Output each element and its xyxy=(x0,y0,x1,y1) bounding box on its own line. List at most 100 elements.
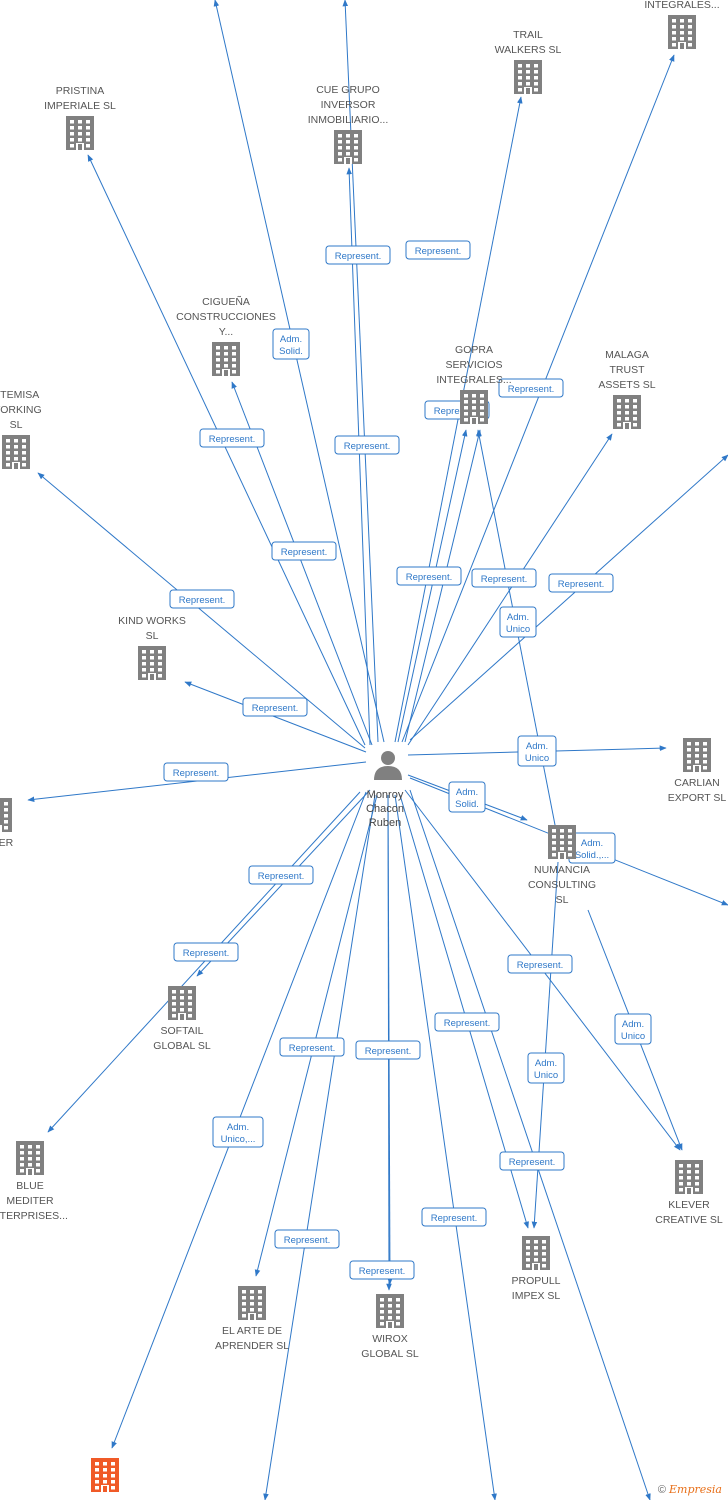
edge-label-text: Solid.,... xyxy=(575,850,609,861)
edge-label[interactable]: Represent. xyxy=(279,1037,345,1057)
company-node-label: IMPERIALE SL xyxy=(44,100,116,112)
company-node-label: SL xyxy=(556,894,569,906)
edge-label[interactable]: Represent. xyxy=(325,245,391,265)
edge-label[interactable]: Adm.Solid. xyxy=(272,328,310,360)
edge-label-text: Represent. xyxy=(558,579,604,590)
edge-line xyxy=(254,794,378,1277)
company-node-cue-grupo[interactable]: CUE GRUPOINVERSORINMOBILIARIO... xyxy=(308,84,389,164)
edge-label[interactable]: Represent. xyxy=(199,428,265,448)
edge-label[interactable]: Represent. xyxy=(507,954,573,974)
company-node-label: GOPRA xyxy=(455,344,493,356)
company-node-ciguena[interactable]: CIGUEÑACONSTRUCCIONESY... xyxy=(176,295,276,376)
company-node-label: INTEGRALES... xyxy=(436,374,511,386)
edge-label-text: Represent. xyxy=(209,434,255,445)
company-node-label: CONSTRUCCIONES xyxy=(176,311,276,323)
company-node-label: SL xyxy=(146,630,159,642)
edge-label-text: Represent. xyxy=(365,1046,411,1057)
building-icon-highlight xyxy=(91,1458,119,1492)
edge-label[interactable]: Represent. xyxy=(396,566,462,586)
edge-label[interactable]: Represent. xyxy=(242,697,308,717)
company-node-label: PRISTINA xyxy=(56,85,104,97)
edge-label[interactable]: Represent. xyxy=(434,1012,500,1032)
company-node-label: CREATIVE SL xyxy=(655,1214,723,1226)
edge-line xyxy=(409,454,728,741)
edge-label[interactable]: Represent. xyxy=(349,1260,415,1280)
building-icon xyxy=(683,738,711,772)
edge-label-text: Represent. xyxy=(517,960,563,971)
copyright-symbol: © xyxy=(657,1484,666,1496)
edge-label[interactable]: Represent. xyxy=(548,573,614,593)
building-icon xyxy=(168,986,196,1020)
edge-label[interactable]: Represent. xyxy=(248,865,314,885)
edge-label[interactable]: Adm.Unico xyxy=(517,735,557,767)
edge-label[interactable]: Represent. xyxy=(163,762,229,782)
edge-label[interactable]: Adm.Unico,... xyxy=(212,1116,264,1148)
edge-label-text: Represent. xyxy=(481,574,527,585)
edge-label-text: Unico xyxy=(534,1070,558,1081)
company-node-artemisa[interactable]: RTEMISAWORKINGSL xyxy=(0,389,42,469)
building-icon xyxy=(334,130,362,164)
edge-label-text: Represent. xyxy=(431,1213,477,1224)
edge-label-text: Solid. xyxy=(279,346,303,357)
company-node-mber[interactable]: MBER xyxy=(0,798,14,849)
company-node-label: NUMANCIA xyxy=(534,864,590,876)
building-icon xyxy=(522,1236,550,1270)
edge-label[interactable]: Represent. xyxy=(421,1207,487,1227)
edge-label-text: Represent. xyxy=(289,1043,335,1054)
edge-label[interactable]: Adm.Solid. xyxy=(448,781,486,813)
edge-label[interactable]: Represent. xyxy=(334,435,400,455)
edge-label-text: Adm. xyxy=(280,334,302,345)
edge-label-text: Represent. xyxy=(344,441,390,452)
edge-label[interactable]: Adm.Unico xyxy=(614,1013,652,1045)
edge-label-text: Unico xyxy=(621,1031,645,1042)
edge-label[interactable]: Adm.Unico xyxy=(499,606,537,638)
company-node-gopra[interactable]: GOPRASERVICIOSINTEGRALES... xyxy=(436,344,512,424)
edge-line xyxy=(47,791,361,1133)
company-node-label: WORKING xyxy=(0,404,42,416)
building-icon xyxy=(138,646,166,680)
edge-line xyxy=(397,429,468,743)
edge-line xyxy=(409,789,651,1500)
edge-label[interactable]: Adm.Unico xyxy=(527,1052,565,1084)
company-node-trail-walkers[interactable]: TRAIL WALKERS SL xyxy=(495,29,562,94)
edge-label[interactable]: Represent. xyxy=(499,1151,565,1171)
edge-label-text: Represent. xyxy=(281,547,327,558)
company-node-blue-mediter[interactable]: BLUEMEDITERNTERPRISES... xyxy=(0,1141,68,1222)
building-icon xyxy=(0,798,12,832)
company-node-integrales-top[interactable]: INTEGRALES... xyxy=(644,0,720,49)
company-node-label: Y... xyxy=(219,326,233,338)
edge-label[interactable]: Represent. xyxy=(274,1229,340,1249)
building-icon xyxy=(376,1294,404,1328)
edge-label[interactable]: Represent. xyxy=(173,942,239,962)
company-node-label: WALKERS SL xyxy=(495,44,562,56)
company-node-label: WIROX xyxy=(372,1333,408,1345)
company-node-label: INMOBILIARIO... xyxy=(308,114,389,126)
edge-label[interactable]: Represent. xyxy=(355,1040,421,1060)
footer-brand: © Empresia xyxy=(658,1483,722,1496)
company-node-pristina[interactable]: PRISTINA IMPERIALE SL xyxy=(44,85,116,150)
company-node-orange-bottom[interactable] xyxy=(91,1458,119,1492)
edge-label-text: Represent. xyxy=(252,703,298,714)
edge-line xyxy=(342,0,379,743)
edge-label[interactable]: Represent. xyxy=(271,541,337,561)
edge-label[interactable]: Represent. xyxy=(169,589,235,609)
edge-label[interactable]: Represent. xyxy=(471,568,537,588)
edge-label[interactable]: Represent. xyxy=(405,240,471,260)
company-node-label: SL xyxy=(10,419,23,431)
company-node-label: TRAIL xyxy=(513,29,543,41)
edge-label-text: Represent. xyxy=(406,572,452,583)
edge-label[interactable]: Represent. xyxy=(498,378,564,398)
edge-line xyxy=(404,429,482,743)
